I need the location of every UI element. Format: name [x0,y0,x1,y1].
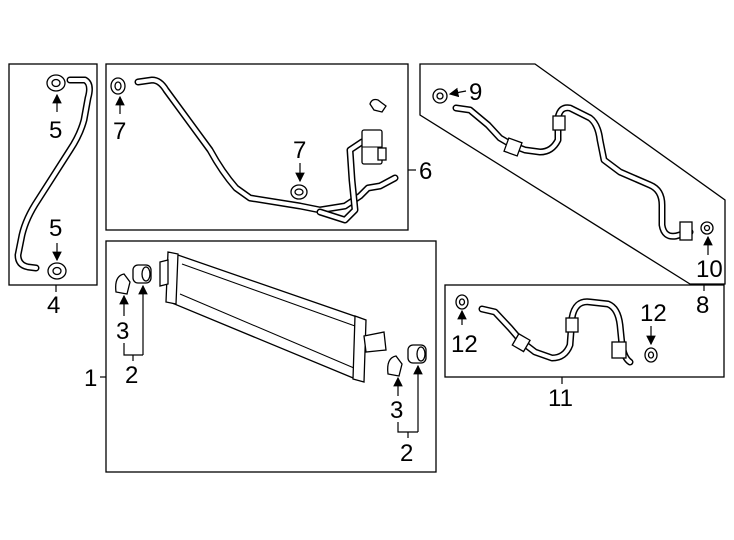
fitting-8c [679,221,693,241]
oil-cooler-1 [159,251,387,383]
isolator-2-right [407,344,427,364]
callout-1: 1 [84,365,97,392]
callout-12-right: 12 [640,300,667,327]
group-1-frame [105,240,437,473]
callout-9: 9 [469,79,482,106]
group-6-frame [105,63,409,231]
callout-12-left: 12 [451,331,478,358]
seal-ring-5-top [46,74,66,92]
callout-10: 10 [696,256,723,283]
callout-3-left: 3 [116,318,129,345]
group-4-frame [8,63,98,286]
group-11-panel: 12 12 11 [444,284,725,412]
cooler-tube-6 [134,76,399,224]
fitting-11b [565,317,579,333]
group-1-panel: 3 2 3 2 1 [84,240,437,473]
outlet-hose-8 [452,104,694,240]
group-11-frame [444,284,725,378]
group-6-panel: 7 7 6 [105,63,432,231]
seal-ring-7-left [110,77,126,95]
mounting-bracket-6 [361,129,387,165]
callout-5-bottom: 5 [49,215,62,242]
callout-7-left: 7 [113,118,126,145]
isolator-2-left [132,264,152,284]
group-4-panel: 5 5 4 [8,63,98,319]
group-8-frame [419,63,726,285]
callout-11: 11 [548,385,573,412]
callout-6: 6 [419,158,432,185]
clip-6 [369,98,387,113]
fitting-8a [503,137,523,157]
callout-3-right: 3 [390,397,403,424]
return-hose-11 [478,298,634,366]
fitting-11a [511,332,531,353]
seal-ring-12-left [455,294,469,310]
callout-2-right: 2 [400,440,413,467]
leader-2-right-b [397,422,418,433]
leader-2-left-b [123,343,143,356]
callout-4: 4 [47,292,60,319]
inlet-hose-4 [14,76,93,272]
seal-ring-9 [432,88,448,104]
fitting-11c [611,341,627,359]
callout-2-left: 2 [125,362,138,389]
leader-9 [448,87,467,98]
clip-3-right [387,355,403,377]
seal-ring-5-bottom [47,262,67,280]
callout-7-right: 7 [293,137,306,164]
group-8-panel: 9 10 8 [419,63,726,319]
seal-ring-12-right [644,347,658,363]
clip-3-left [115,273,131,295]
fitting-8b [552,115,566,131]
callout-8: 8 [696,292,709,319]
seal-ring-7-right [290,184,308,200]
callout-5-top: 5 [49,117,62,144]
seal-ring-10 [700,221,714,235]
